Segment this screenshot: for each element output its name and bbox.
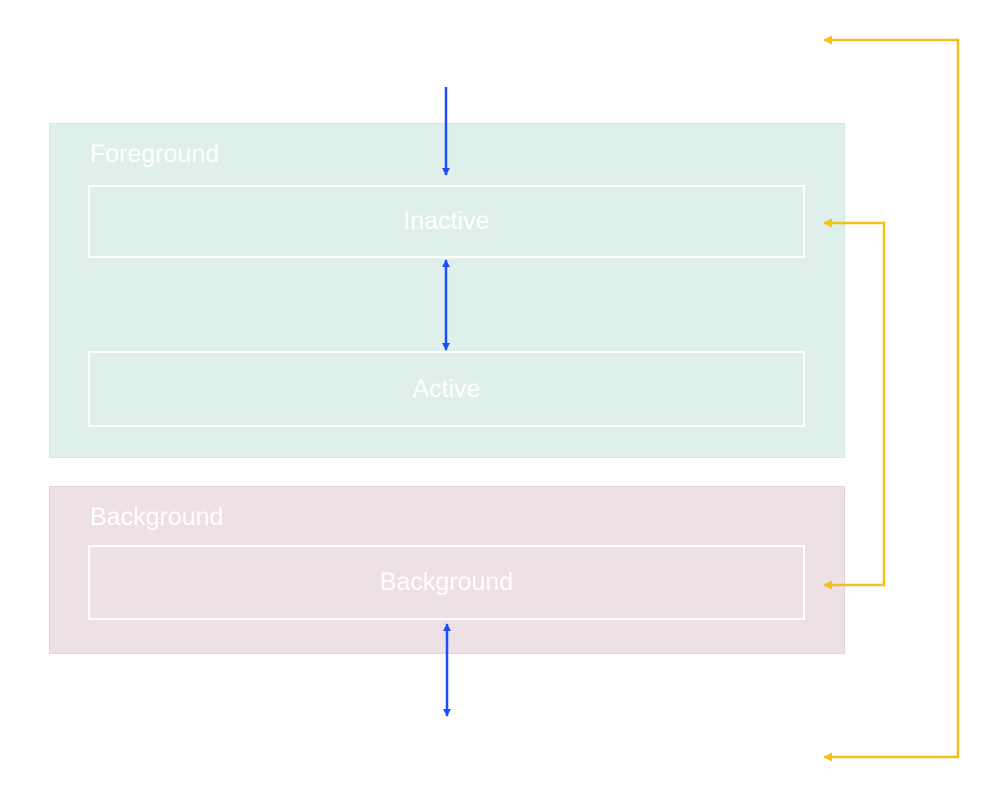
inner-return-arrow-top	[823, 218, 886, 403]
active-state-label: Active	[412, 374, 481, 403]
foreground-group-title: Foreground	[90, 140, 220, 168]
background-state-label: Background	[379, 568, 514, 596]
active-state-box: Active	[88, 351, 805, 427]
outer-return-arrow-top	[823, 35, 960, 400]
inactive-state-label: Inactive	[403, 207, 490, 235]
inner-return-arrow-bottom	[823, 403, 886, 590]
outer-return-arrow-bottom	[823, 400, 960, 762]
inactive-state-box: Inactive	[88, 185, 805, 258]
background-state-box: Background	[88, 545, 805, 620]
background-group-title: Background	[90, 503, 224, 531]
